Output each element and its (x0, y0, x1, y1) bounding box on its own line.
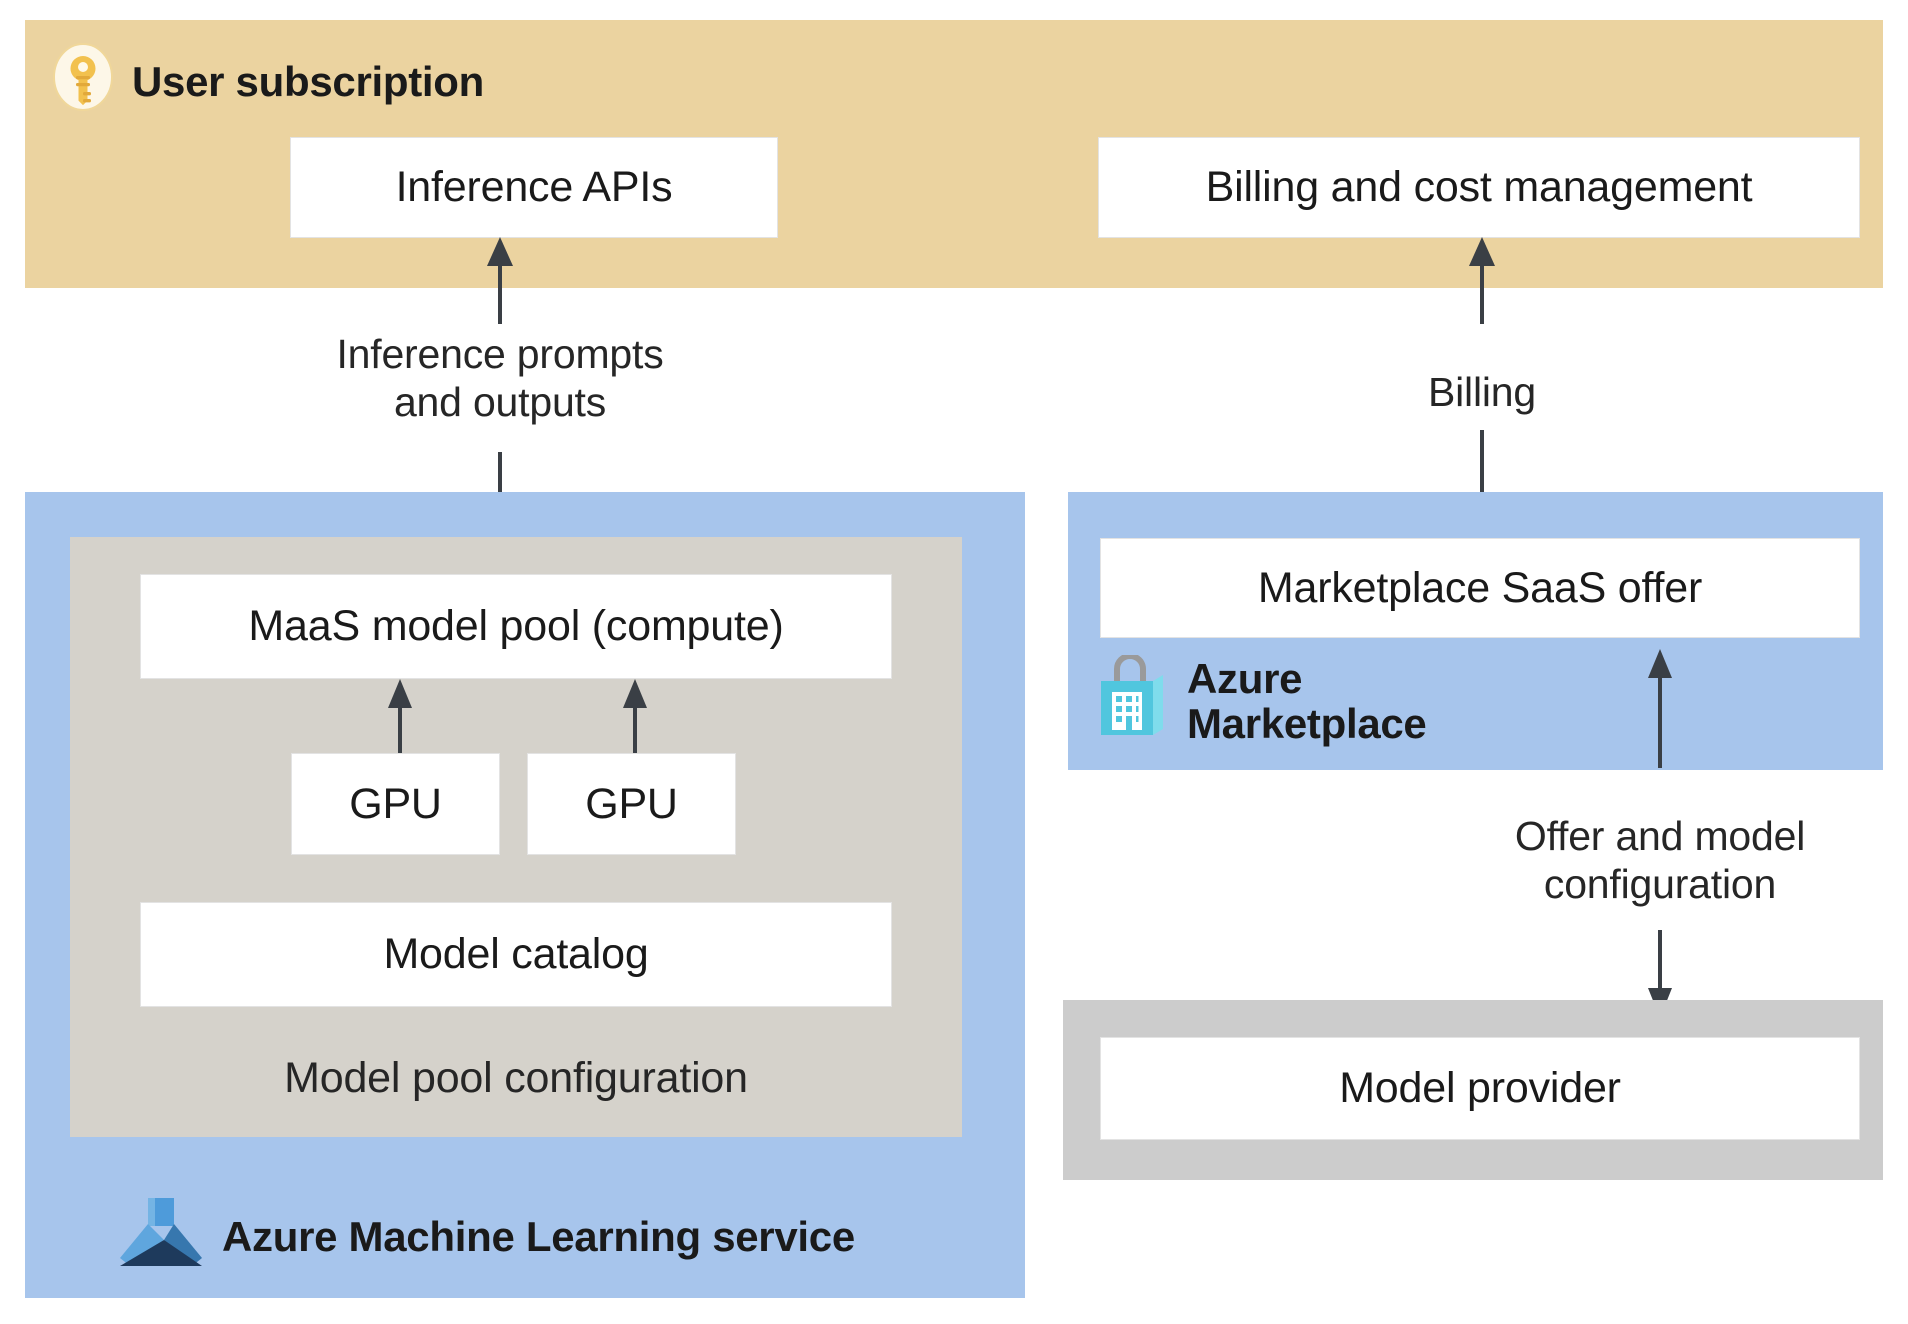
azure-machine-learning-label: Azure Machine Learning service (222, 1212, 855, 1260)
azure-marketplace-title: Azure Marketplace (1095, 653, 1427, 748)
box-marketplace-saas-offer[interactable]: Marketplace SaaS offer (1100, 538, 1864, 642)
arrow-gpu1-to-pool (388, 679, 412, 754)
arrow-billing-up (1469, 237, 1495, 324)
panel-model-pool-configuration-label: Model pool configuration (284, 1054, 748, 1102)
marketplace-bag-icon (1095, 653, 1169, 747)
user-subscription-title: User subscription (52, 42, 484, 120)
arrow-inference-up (487, 237, 513, 324)
box-gpu-1-label: GPU (349, 779, 442, 828)
flow-label-billing: Billing (1428, 369, 1536, 415)
box-gpu-2[interactable]: GPU (527, 753, 740, 859)
box-maas-model-pool[interactable]: MaaS model pool (compute) (140, 574, 896, 683)
arrow-offer-config-up (1648, 649, 1672, 768)
arrow-gpu2-to-pool (623, 679, 647, 754)
box-billing-cost-management-label: Billing and cost management (1205, 163, 1753, 212)
box-gpu-2-label: GPU (585, 779, 678, 828)
key-icon (52, 42, 114, 120)
box-maas-model-pool-label: MaaS model pool (compute) (248, 602, 784, 651)
box-inference-apis-label: Inference APIs (395, 163, 673, 212)
box-billing-cost-management[interactable]: Billing and cost management (1098, 137, 1864, 242)
box-inference-apis[interactable]: Inference APIs (290, 137, 782, 242)
flask-icon (118, 1196, 204, 1276)
box-model-provider-label: Model provider (1339, 1064, 1621, 1113)
azure-machine-learning-title: Azure Machine Learning service (118, 1196, 855, 1276)
user-subscription-label: User subscription (132, 57, 484, 105)
box-marketplace-saas-offer-label: Marketplace SaaS offer (1257, 563, 1703, 612)
box-gpu-1[interactable]: GPU (291, 753, 504, 859)
flow-label-inference: Inference prompts and outputs (336, 331, 664, 426)
box-model-catalog[interactable]: Model catalog (140, 902, 896, 1011)
box-model-catalog-label: Model catalog (383, 930, 649, 979)
box-model-provider[interactable]: Model provider (1100, 1037, 1864, 1144)
azure-marketplace-label: Azure Marketplace (1187, 654, 1427, 748)
flow-label-offer-config: Offer and model configuration (1514, 813, 1806, 908)
